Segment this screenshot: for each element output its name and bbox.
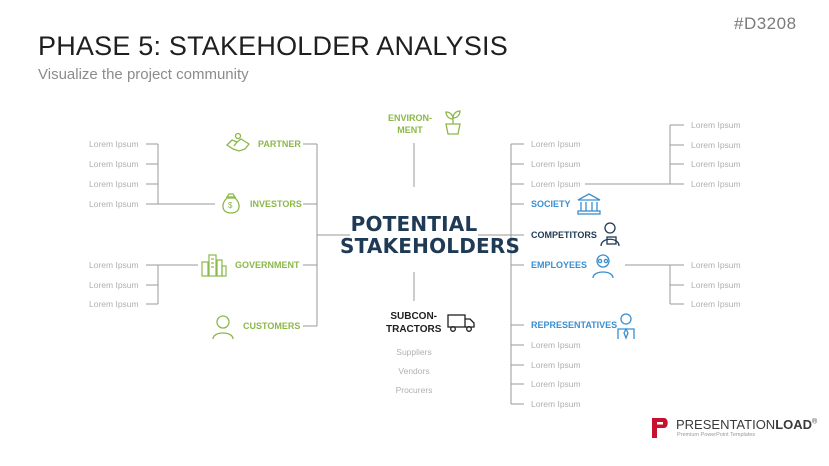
representatives-item: Lorem Ipsum	[531, 340, 581, 350]
money-bag-icon: $	[218, 191, 244, 222]
handshake-icon	[225, 131, 251, 160]
city-buildings-icon	[200, 252, 228, 283]
right-item: Lorem Ipsum	[531, 159, 581, 169]
employees-label: EMPLOYEES	[531, 260, 588, 270]
page-subtitle: Visualize the project community	[38, 66, 249, 83]
representatives-label: REPRESENTATIVES	[531, 320, 618, 330]
society-item: Lorem Ipsum	[691, 140, 741, 150]
government-label: GOVERNMENT	[235, 260, 300, 270]
investors-item: Lorem Ipsum	[89, 179, 139, 189]
society-label: SOCIETY	[531, 199, 571, 209]
investors-label: INVESTORS	[250, 199, 302, 209]
representatives-item: Lorem Ipsum	[531, 360, 581, 370]
partner-label: PARTNER	[258, 139, 301, 149]
subcontractor-item: Suppliers	[396, 347, 432, 357]
environment-label: ENVIRON- MENT	[388, 113, 433, 135]
institution-building-icon	[576, 192, 602, 221]
government-item: Lorem Ipsum	[89, 299, 139, 309]
central-node-line2: STAKEHOLDERS	[340, 234, 521, 258]
customer-person-icon	[210, 312, 236, 345]
right-item: Lorem Ipsum	[531, 179, 581, 189]
plant-pot-icon	[442, 110, 464, 141]
investors-item: Lorem Ipsum	[89, 199, 139, 209]
truck-icon	[446, 312, 476, 339]
representatives-item: Lorem Ipsum	[531, 399, 581, 409]
brand-logo-icon	[650, 416, 670, 445]
society-item: Lorem Ipsum	[691, 120, 741, 130]
brand-tagline: Premium PowerPoint Templates	[677, 432, 756, 438]
employees-item: Lorem Ipsum	[691, 260, 741, 270]
central-node-line1: POTENTIAL	[350, 212, 478, 236]
society-item: Lorem Ipsum	[691, 159, 741, 169]
employees-item: Lorem Ipsum	[691, 280, 741, 290]
subcontractors-label: SUBCON- TRACTORS	[386, 311, 442, 335]
investors-item: Lorem Ipsum	[89, 139, 139, 149]
competitors-label: COMPETITORS	[531, 230, 597, 240]
competitor-person-icon	[598, 220, 622, 253]
page-title: PHASE 5: STAKEHOLDER ANALYSIS	[38, 31, 508, 61]
society-item: Lorem Ipsum	[691, 179, 741, 189]
employees-item: Lorem Ipsum	[691, 299, 741, 309]
brand-name: PRESENTATIONLOAD®	[676, 417, 818, 432]
government-item: Lorem Ipsum	[89, 280, 139, 290]
central-node: POTENTIAL STAKEHOLDERS	[340, 212, 521, 258]
right-item: Lorem Ipsum	[531, 139, 581, 149]
template-code: #D3208	[734, 14, 797, 33]
svg-text:$: $	[228, 201, 233, 210]
representative-person-icon	[615, 312, 637, 345]
representatives-item: Lorem Ipsum	[531, 379, 581, 389]
subcontractor-item: Procurers	[395, 385, 433, 395]
investors-item: Lorem Ipsum	[89, 159, 139, 169]
customers-label: CUSTOMERS	[243, 321, 301, 331]
subcontractor-item: Vendors	[398, 366, 430, 376]
government-item: Lorem Ipsum	[89, 260, 139, 270]
employee-person-icon	[590, 251, 616, 284]
